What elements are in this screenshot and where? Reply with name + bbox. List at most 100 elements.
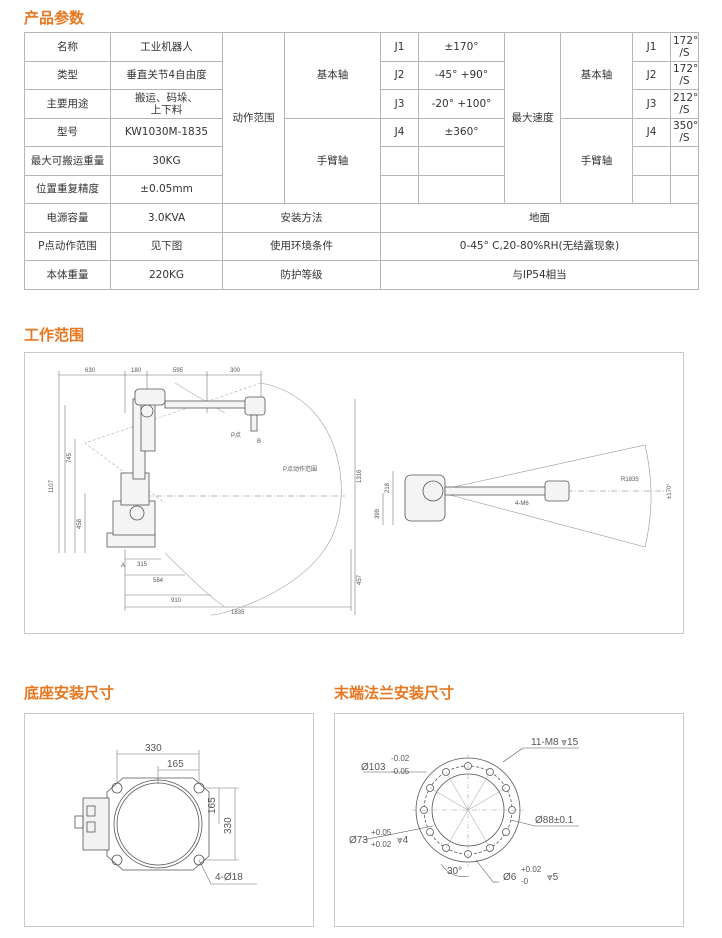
p-range-label: P点动作范围: [283, 465, 317, 473]
type-label: 类型: [24, 60, 111, 90]
speed-j1-label: J1: [632, 32, 671, 62]
work-range-title: 工作范围: [24, 326, 85, 344]
speed-j3: 212° /S: [670, 89, 699, 119]
speed-j4: 350° /S: [670, 117, 699, 147]
dim-910: 910: [171, 598, 182, 604]
pin-tol-up: +0.02: [521, 865, 542, 874]
angle-label: 30°: [447, 866, 462, 877]
radius-label: R1835: [621, 477, 639, 483]
dim-165-top: 165: [167, 759, 184, 770]
speed-j3-label: J3: [632, 89, 671, 119]
table-row: P点动作范围 见下图 使用环境条件 0-45° C,20-80%RH(无结露现象…: [24, 231, 699, 261]
name-label: 名称: [24, 32, 111, 62]
holes-label: 4-Ø18: [215, 872, 243, 883]
range-j2: -45° +90°: [418, 60, 505, 90]
name-value: 工业机器人: [110, 32, 223, 62]
inner-dia: Ø73: [349, 835, 368, 846]
speed-base-axis-label: 基本轴: [560, 32, 633, 119]
table-row: 类型 垂直关节4自由度 J2 -45° +90° J2 172° /S: [24, 60, 699, 90]
prange-value: 见下图: [110, 231, 223, 261]
power-label: 电源容量: [24, 203, 111, 233]
flange-bolt-holes: [420, 762, 516, 858]
dim-458: 458: [77, 518, 83, 529]
pcd-label: Ø88±0.1: [535, 815, 574, 826]
empty-cell: [632, 174, 671, 204]
j1-label: J1: [380, 32, 419, 62]
table-row: 电源容量 3.0KVA 安装方法 地面: [24, 203, 699, 233]
max-speed-label: 最大速度: [504, 32, 561, 204]
flange-install-title: 末端法兰安装尺寸: [334, 684, 455, 702]
model-label: 型号: [24, 117, 111, 147]
range-j1: ±170°: [418, 32, 505, 62]
j4-label: J4: [380, 117, 419, 147]
table-row: 最大可搬运重量 30KG: [24, 146, 699, 176]
base-axis-label: 基本轴: [284, 32, 381, 119]
pin-dia: Ø6: [503, 872, 517, 883]
speed-j4-label: J4: [632, 117, 671, 147]
dim-584: 584: [153, 578, 164, 584]
repeat-value: ±0.05mm: [110, 174, 223, 204]
dim-165-side: 165: [207, 797, 218, 814]
type-value: 垂直关节4自由度: [110, 60, 223, 90]
dim-1835: 1835: [231, 610, 245, 616]
env-value: 0-45° C,20-80%RH(无结露现象): [380, 231, 699, 261]
outer-tol-up: -0.02: [391, 754, 410, 763]
install-value: 地面: [380, 203, 699, 233]
pin-depth: ⩔5: [547, 872, 559, 883]
outer-dia: Ø103: [361, 762, 386, 773]
speed-j2-label: J2: [632, 60, 671, 90]
table-row: 型号 KW1030M-1835 手臂轴 J4 ±360° 手臂轴 J4 350°…: [24, 117, 699, 204]
motion-range-label: 动作范围: [222, 32, 285, 204]
empty-cell: [380, 174, 419, 204]
dim-330-top: 330: [145, 743, 162, 754]
inner-depth: ⩔4: [397, 835, 409, 846]
model-value: KW1030M-1835: [110, 117, 223, 147]
range-j3: -20° +100°: [418, 89, 505, 119]
base-install-drawing: 330 165 165 330 4-Ø18: [74, 743, 257, 885]
table-row: 主要用途 搬运、码垛、上下料 J3 -20° +100° J3 212° /S: [24, 89, 699, 119]
weight-label: 本体重量: [24, 260, 111, 290]
base-install-title: 底座安装尺寸: [24, 684, 115, 702]
dim-630: 630: [85, 368, 96, 374]
env-label: 使用环境条件: [222, 231, 381, 261]
flange-install-drawing: Ø103 -0.02 -0.05 11-M8 ⩔15 Ø73 +0.05 +0.…: [349, 737, 579, 886]
protect-value: 与IP54相当: [380, 260, 699, 290]
j3-label: J3: [380, 89, 419, 119]
payload-label: 最大可搬运重量: [24, 146, 111, 176]
inner-tol-up: +0.05: [371, 828, 392, 837]
speed-arm-axis-label: 手臂轴: [560, 117, 633, 204]
thread-spec: 11-M8 ⩔15: [531, 737, 579, 748]
dim-180: 180: [131, 368, 142, 374]
work-range-drawing: 630 180 595 300 1107 745 458 315 584 910…: [49, 368, 673, 616]
use-value: 搬运、码垛、上下料: [110, 89, 223, 119]
product-params-table: 名称 工业机器人 动作范围 基本轴 J1 ±170° 最大速度 基本轴 J1 1…: [24, 32, 699, 290]
power-value: 3.0KVA: [110, 203, 223, 233]
label-b: B: [257, 439, 261, 445]
speed-j1: 172° /S: [670, 32, 699, 62]
pin-tol-down: -0: [521, 877, 529, 886]
dim-745: 745: [67, 452, 73, 463]
dim-218: 218: [385, 482, 391, 493]
work-range-panel: 630 180 595 300 1107 745 458 315 584 910…: [24, 352, 684, 634]
angle-label: ±170°: [667, 483, 673, 499]
dim-1107: 1107: [49, 479, 55, 493]
label-p: P点: [231, 431, 241, 439]
inner-tol-down: +0.02: [371, 840, 392, 849]
flange-install-panel: Ø103 -0.02 -0.05 11-M8 ⩔15 Ø73 +0.05 +0.…: [334, 713, 684, 927]
empty-cell: [418, 174, 505, 204]
arm-axis-label: 手臂轴: [284, 117, 381, 204]
dim-1316: 1316: [357, 469, 363, 483]
label-a: A: [121, 563, 125, 569]
dim-330-side: 330: [223, 817, 234, 834]
empty-cell: [380, 146, 419, 176]
empty-cell: [632, 146, 671, 176]
dim-399: 399: [375, 508, 381, 519]
detail-label: 4-M6: [515, 501, 529, 507]
protect-label: 防护等级: [222, 260, 381, 290]
table-row: 本体重量 220KG 防护等级 与IP54相当: [24, 260, 699, 290]
empty-cell: [418, 146, 505, 176]
repeat-label: 位置重复精度: [24, 174, 111, 204]
speed-j2: 172° /S: [670, 60, 699, 90]
params-title: 产品参数: [24, 9, 85, 27]
range-j4: ±360°: [418, 117, 505, 147]
